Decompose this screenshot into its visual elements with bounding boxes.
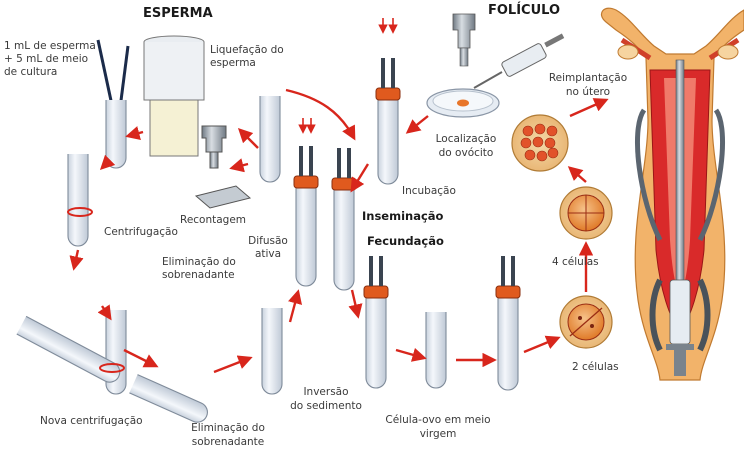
label-reimplantation-b: no útero [565, 86, 611, 98]
test-tube [259, 96, 281, 183]
flow-arrows [69, 88, 609, 374]
test-tube [331, 148, 357, 291]
test-tube [105, 100, 127, 169]
follicle-equipment [426, 13, 565, 118]
label-oocyte-location-a: Localização [435, 133, 497, 145]
label-oocyte-location-b: do ovócito [438, 147, 494, 159]
label-egg-cell-b: virgem [419, 428, 457, 440]
heading-follicle: FOLÍCULO [488, 3, 561, 18]
label-active-diffusion-b: ativa [254, 248, 282, 260]
label-supernatant-1b: sobrenadante [162, 269, 235, 281]
label-egg-cell-a: Célula-ovo em meio [385, 414, 491, 426]
label-liquefaction-2: esperma [210, 57, 256, 69]
label-supernatant-1a: Eliminação do [162, 256, 236, 268]
label-supernatant-2b: sobrenadante [191, 436, 265, 448]
test-tube [363, 256, 389, 389]
test-tube [293, 146, 319, 287]
pressure-arrows [298, 18, 398, 134]
label-new-centrifugation: Nova centrifugação [40, 415, 143, 427]
test-tube [425, 312, 447, 389]
test-tube [261, 308, 283, 395]
label-sperm-mix-1: 1 mL de esperma [4, 40, 96, 52]
label-sediment-inversion-a: Inversão [303, 386, 349, 398]
label-four-cells: 4 células [552, 256, 599, 268]
rotation-indicators [67, 207, 125, 373]
recount-slide [194, 125, 252, 209]
label-active-diffusion-a: Difusão [248, 235, 288, 247]
label-liquefaction-1: Liquefação do [210, 44, 284, 56]
label-sperm-mix-3: de cultura [4, 66, 58, 78]
embryo-morula [511, 114, 569, 172]
embryo-four-cells [559, 186, 613, 240]
label-two-cells: 2 células [572, 361, 619, 373]
test-tube [495, 256, 521, 391]
heading-insemination: Inseminação [362, 209, 444, 223]
label-incubation: Incubação [402, 185, 456, 197]
heading-sperm: ESPERMA [143, 6, 213, 21]
label-supernatant-2a: Eliminação do [191, 422, 265, 434]
label-sediment-inversion-b: do sedimento [290, 400, 362, 412]
test-tube [67, 154, 89, 247]
label-reimplantation-a: Reimplantação [548, 72, 628, 84]
heading-fertilization: Fecundação [367, 234, 444, 248]
uterus-illustration [601, 7, 744, 381]
label-recount: Recontagem [180, 214, 247, 226]
liquefaction-device [143, 35, 205, 157]
test-tube [129, 374, 208, 423]
label-centrifugation: Centrifugação [104, 226, 178, 238]
label-sperm-mix-2: + 5 mL de meio [4, 53, 89, 65]
test-tubes [16, 58, 521, 423]
embryo-two-cells [559, 295, 613, 349]
test-tube [375, 58, 401, 185]
